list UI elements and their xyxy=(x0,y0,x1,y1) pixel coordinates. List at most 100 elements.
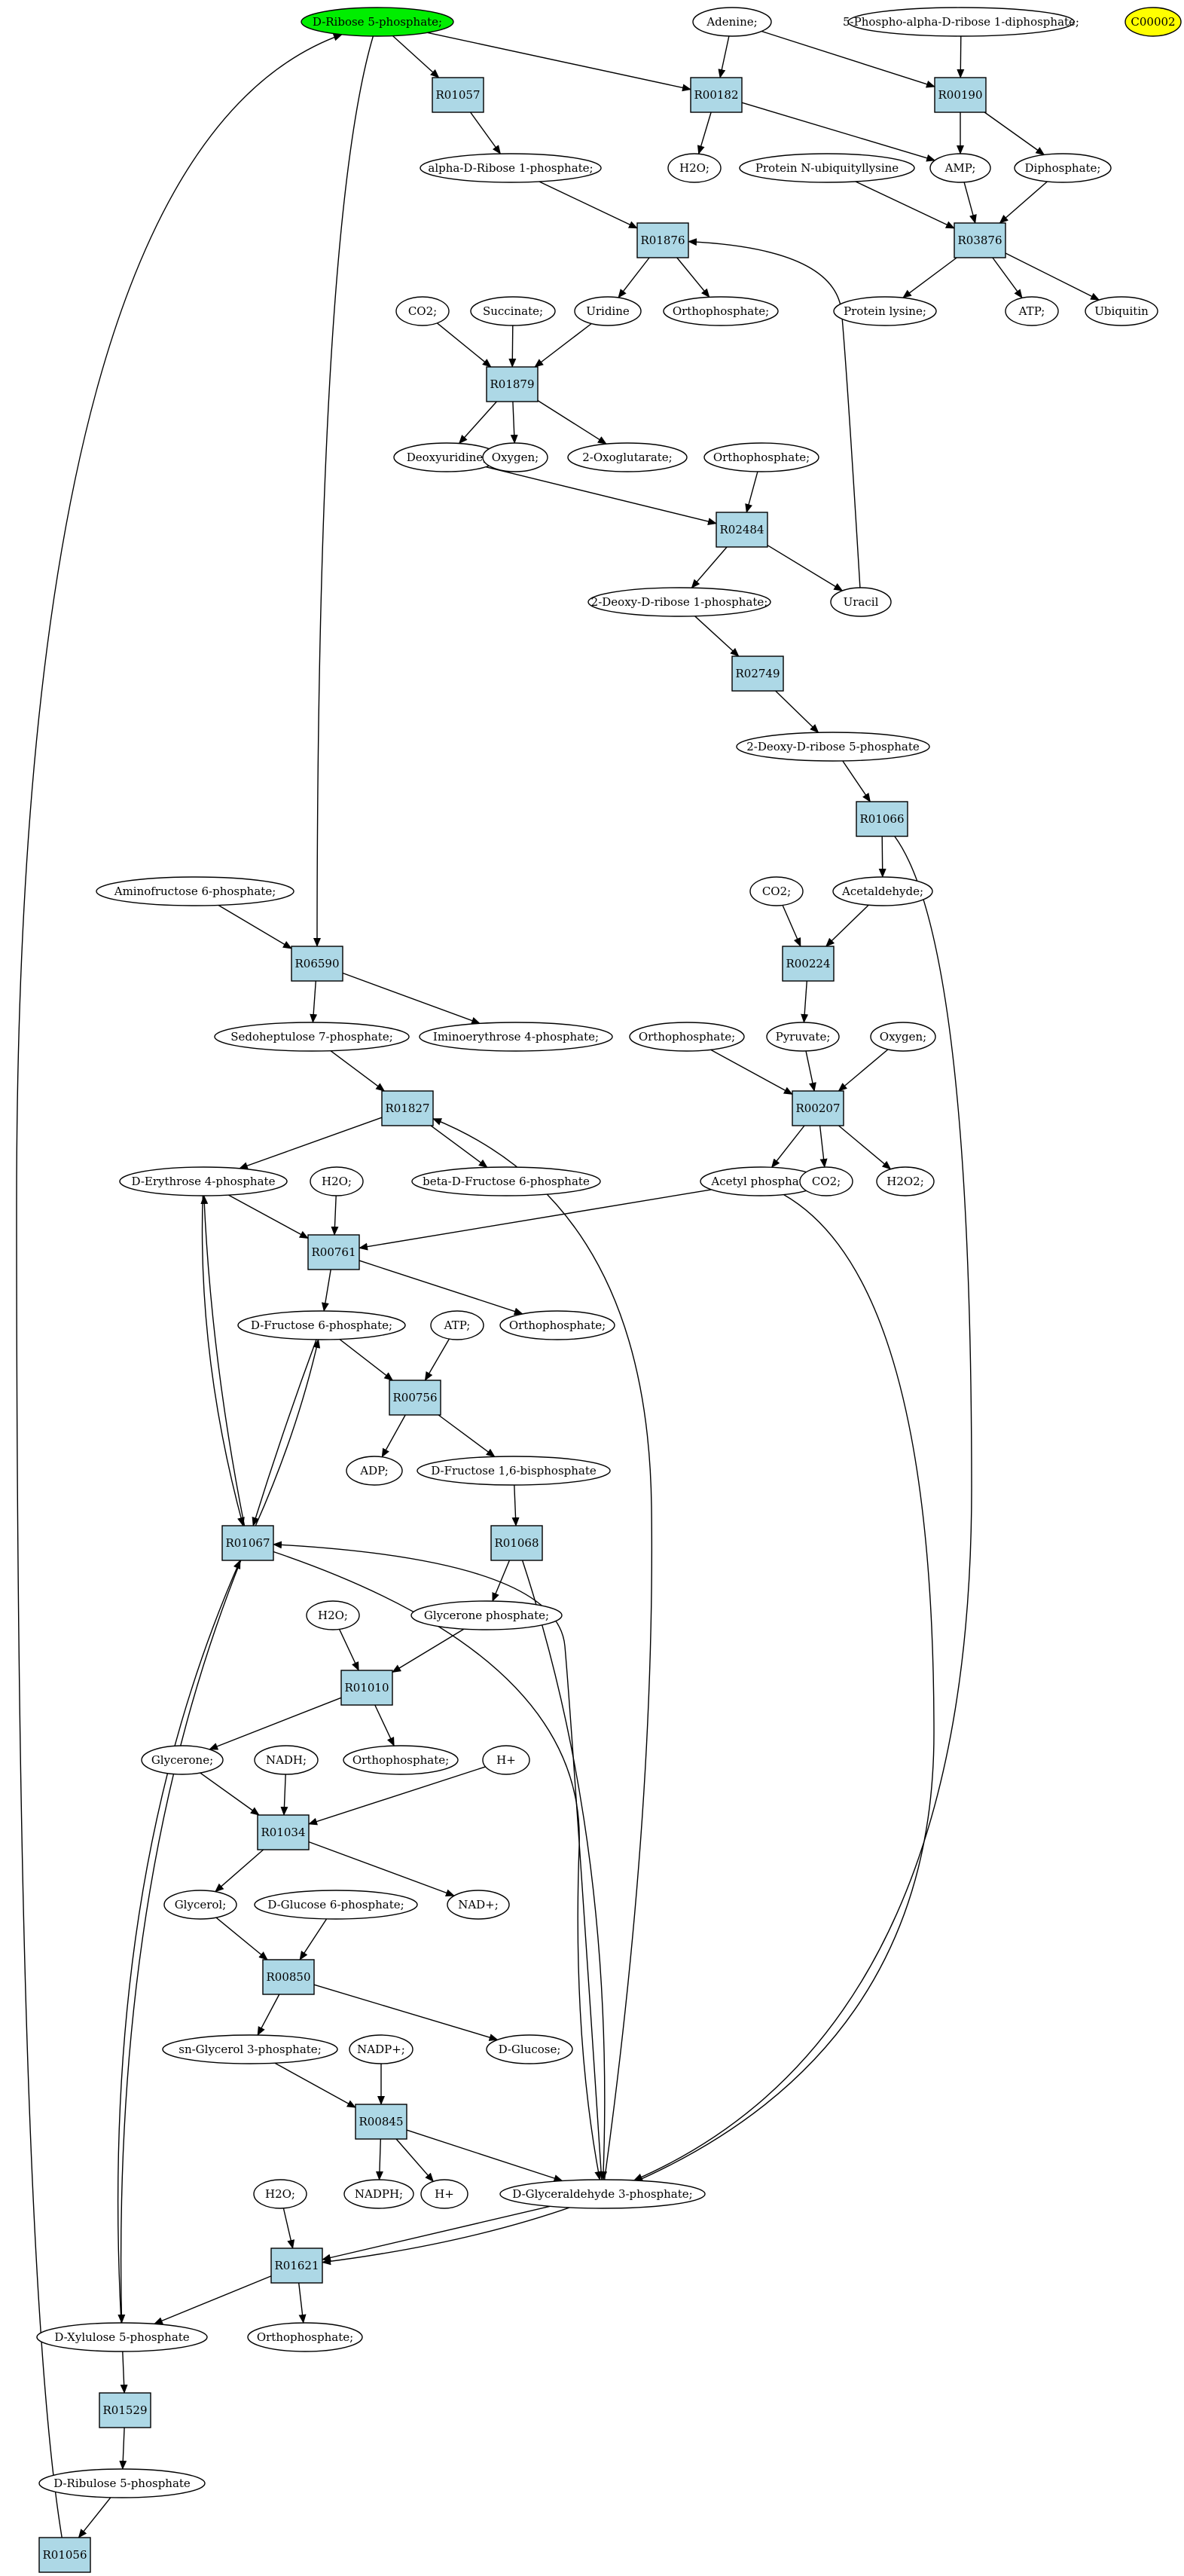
compound-node-sn-glycerol-3p[interactable]: sn-Glycerol 3-phosphate; xyxy=(162,2034,338,2064)
edge-R03876-to-atp_1 xyxy=(992,257,1023,299)
compound-node-d-glucose[interactable]: D-Glucose; xyxy=(486,2034,573,2064)
compound-label: Succinate; xyxy=(483,304,543,318)
reaction-label: R02749 xyxy=(735,667,780,680)
edge-amp-to-R03876 xyxy=(963,182,977,224)
reaction-node-r01621[interactable]: R01621 xyxy=(270,2248,323,2284)
compound-node-d-xylulose-5p[interactable]: D-Xylulose 5-phosphate xyxy=(36,2322,208,2352)
reaction-node-r03876[interactable]: R03876 xyxy=(954,222,1006,258)
reaction-node-r00845[interactable]: R00845 xyxy=(355,2104,407,2140)
compound-node-uracil[interactable]: Uracil xyxy=(830,587,892,617)
reaction-node-r01529[interactable]: R01529 xyxy=(99,2392,151,2428)
compound-node-fructose-16bp[interactable]: D-Fructose 1,6-bisphosphate xyxy=(417,1456,611,1486)
compound-node-aminofructose-6p[interactable]: Aminofructose 6-phosphate; xyxy=(96,876,294,906)
reaction-node-r00850[interactable]: R00850 xyxy=(262,1959,315,1995)
compound-node-prot-n-ubiq[interactable]: Protein N-ubiquityllysine xyxy=(739,153,915,183)
compound-node-deoxyribose-1p[interactable]: 2-Deoxy-D-ribose 1-phosphate; xyxy=(587,587,771,617)
reaction-node-r02484[interactable]: R02484 xyxy=(716,512,768,548)
reaction-node-r01066[interactable]: R01066 xyxy=(856,801,908,837)
compound-node-diphosphate[interactable]: Diphosphate; xyxy=(1014,153,1112,183)
compound-node-nad-plus[interactable]: NAD+; xyxy=(447,1890,510,1920)
compound-node-glyceraldehyde-3p[interactable]: D-Glyceraldehyde 3-phosphate; xyxy=(499,2179,706,2209)
compound-node-h-plus-1[interactable]: H+ xyxy=(482,1745,530,1775)
compound-node-h2o2[interactable]: H2O2; xyxy=(876,1166,935,1196)
compound-node-glycerol[interactable]: Glycerol; xyxy=(163,1890,237,1920)
reaction-node-r01068[interactable]: R01068 xyxy=(490,1525,543,1561)
compound-node-atp-1[interactable]: ATP; xyxy=(1005,296,1059,326)
compound-ellipse xyxy=(1014,153,1112,183)
reaction-node-r06590[interactable]: R06590 xyxy=(291,946,343,982)
reaction-node-r01057[interactable]: R01057 xyxy=(432,77,484,113)
edge-R00761-to-d_fructose_6p xyxy=(321,1269,331,1312)
compound-node-amp[interactable]: AMP; xyxy=(929,153,991,183)
compound-node-orthophos-2[interactable]: Orthophosphate; xyxy=(703,442,819,472)
edge-deoxyuridine-to-R02484 xyxy=(485,466,717,525)
compound-node-glycerone[interactable]: Glycerone; xyxy=(141,1745,224,1775)
compound-node-adenine[interactable]: Adenine; xyxy=(692,7,772,37)
compound-node-h2o-1[interactable]: H2O; xyxy=(667,153,722,183)
compound-node-co2-2[interactable]: CO2; xyxy=(749,876,804,906)
reaction-node-r01067[interactable]: R01067 xyxy=(221,1525,274,1561)
compound-node-orthophos-1[interactable]: Orthophosphate; xyxy=(663,296,779,326)
compound-node-c00002[interactable]: C00002 xyxy=(1124,7,1182,37)
compound-node-co2-3[interactable]: CO2; xyxy=(799,1166,853,1196)
compound-ellipse xyxy=(667,153,722,183)
reaction-node-r00761[interactable]: R00761 xyxy=(307,1234,360,1270)
reaction-label: R00756 xyxy=(392,1391,437,1404)
compound-node-d-erythrose-4p[interactable]: D-Erythrose 4-phosphate xyxy=(119,1166,288,1196)
compound-node-succinate[interactable]: Succinate; xyxy=(470,296,556,326)
compound-node-orthophos-5[interactable]: Orthophosphate; xyxy=(343,1745,459,1775)
compound-node-nadh[interactable]: NADH; xyxy=(254,1745,319,1775)
compound-ellipse xyxy=(470,296,556,326)
compound-node-nadp-plus[interactable]: NADP+; xyxy=(349,2034,413,2064)
compound-node-oxygen-2[interactable]: Oxygen; xyxy=(870,1022,936,1052)
compound-node-deoxyribose-5p[interactable]: 2-Deoxy-D-ribose 5-phosphate xyxy=(736,732,930,762)
reaction-node-r01056[interactable]: R01056 xyxy=(38,2537,91,2573)
compound-node-orthophos-3[interactable]: Orthophosphate; xyxy=(629,1022,745,1052)
reaction-node-r01010[interactable]: R01010 xyxy=(340,1670,393,1706)
edge-R00207-to-acetyl_phosphate xyxy=(771,1125,805,1169)
reaction-node-r02749[interactable]: R02749 xyxy=(731,655,784,692)
compound-node-d-fructose-6p[interactable]: D-Fructose 6-phosphate; xyxy=(237,1310,406,1340)
compound-node-a-d-ribose-1p[interactable]: alpha-D-Ribose 1-phosphate; xyxy=(420,153,602,183)
compound-node-h2o-4[interactable]: H2O; xyxy=(253,2179,307,2209)
compound-node-orthophos-4[interactable]: Orthophosphate; xyxy=(499,1310,615,1340)
compound-node-d-ribulose-5p[interactable]: D-Ribulose 5-phosphate xyxy=(38,2468,206,2498)
compound-node-adp[interactable]: ADP; xyxy=(346,1456,403,1486)
reaction-node-r01827[interactable]: R01827 xyxy=(381,1090,434,1126)
compound-node-d-ribose-5p[interactable]: D-Ribose 5-phosphate; xyxy=(301,7,454,37)
compound-ellipse xyxy=(832,876,933,906)
compound-label: NADH; xyxy=(266,1753,307,1767)
compound-node-d-glucose-6p[interactable]: D-Glucose 6-phosphate; xyxy=(254,1890,418,1920)
compound-node-iminoerythrose-4p[interactable]: Iminoerythrose 4-phosphate; xyxy=(419,1022,613,1052)
compound-node-orthophos-6[interactable]: Orthophosphate; xyxy=(247,2322,363,2352)
compound-node-sedoheptulose-7p[interactable]: Sedoheptulose 7-phosphate; xyxy=(214,1022,410,1052)
compound-node-acetaldehyde[interactable]: Acetaldehyde; xyxy=(832,876,933,906)
compound-node-prpp[interactable]: 5-Phospho-alpha-D-ribose 1-diphosphate; xyxy=(843,7,1079,37)
reaction-node-r01879[interactable]: R01879 xyxy=(486,366,539,402)
compound-label: D-Ribulose 5-phosphate xyxy=(53,2477,191,2490)
reaction-node-r00182[interactable]: R00182 xyxy=(690,77,743,113)
compound-node-oxoglutarate[interactable]: 2-Oxoglutarate; xyxy=(567,442,688,472)
compound-node-beta-fructose-6p[interactable]: beta-D-Fructose 6-phosphate xyxy=(411,1166,601,1196)
reaction-node-r00190[interactable]: R00190 xyxy=(934,77,987,113)
compound-node-oxygen-1[interactable]: Oxygen; xyxy=(482,442,548,472)
reaction-node-r01876[interactable]: R01876 xyxy=(636,222,689,258)
compound-node-h-plus-2[interactable]: H+ xyxy=(420,2179,468,2209)
compound-node-prot-lysine[interactable]: Protein lysine; xyxy=(833,296,937,326)
reaction-node-r00224[interactable]: R00224 xyxy=(782,946,835,982)
edge-R00845-to-nadph xyxy=(375,2138,383,2180)
compound-node-ubiquitin[interactable]: Ubiquitin xyxy=(1085,296,1158,326)
reaction-node-r01034[interactable]: R01034 xyxy=(257,1814,310,1850)
reaction-box xyxy=(954,222,1006,258)
reaction-label: R01034 xyxy=(261,1826,305,1839)
reaction-node-r00207[interactable]: R00207 xyxy=(792,1090,844,1126)
reaction-node-r00756[interactable]: R00756 xyxy=(389,1380,441,1416)
compound-node-pyruvate[interactable]: Pyruvate; xyxy=(766,1022,840,1052)
compound-node-co2-1[interactable]: CO2; xyxy=(395,296,450,326)
compound-node-h2o-2[interactable]: H2O; xyxy=(310,1166,364,1196)
compound-node-uridine[interactable]: Uridine xyxy=(574,296,642,326)
compound-node-glycerone-p[interactable]: Glycerone phosphate; xyxy=(410,1600,563,1630)
compound-node-h2o-3[interactable]: H2O; xyxy=(306,1600,360,1630)
compound-node-atp-2[interactable]: ATP; xyxy=(430,1310,484,1340)
compound-node-nadph[interactable]: NADPH; xyxy=(343,2179,414,2209)
